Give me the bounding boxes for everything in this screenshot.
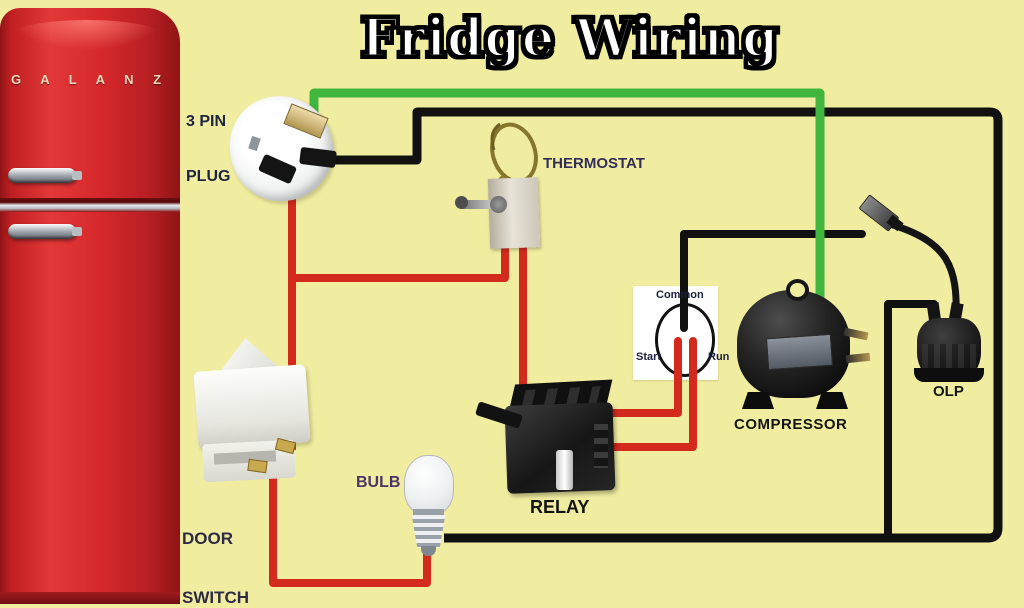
olp-ridges <box>922 344 976 370</box>
earth-wire <box>309 88 825 303</box>
thermostat-shaft <box>462 200 496 209</box>
live-wire-main <box>326 107 1003 543</box>
thermostat-nut <box>490 196 507 213</box>
compressor-eyelet <box>786 279 809 301</box>
bulb-tip <box>421 546 436 556</box>
compressor-foot-right <box>816 392 848 409</box>
terminal-run-label: Run <box>708 351 730 363</box>
relay-front-slot <box>556 450 573 490</box>
bulb-label: BULB <box>356 474 401 491</box>
door-switch-label-line1: DOOR <box>182 529 233 549</box>
fridge-freezer-handle <box>8 168 82 183</box>
relay-to-run-wire <box>598 337 697 451</box>
thermostat-label: THERMOSTAT <box>543 155 645 172</box>
neutral-wire-thermostat-branch <box>292 244 509 282</box>
live-wire-common <box>680 230 866 332</box>
compressor-label-plate <box>765 333 834 371</box>
compressor-foot-left <box>742 392 774 409</box>
plug-label: 3 PIN PLUG <box>186 76 230 223</box>
relay-side-pins <box>594 424 608 468</box>
fridge-door-divider <box>0 198 180 212</box>
bulb-screw-base <box>411 515 446 548</box>
switch-to-bulb-wire <box>256 462 431 587</box>
olp-base <box>914 368 984 382</box>
door-switch-terminal-bottom <box>247 458 268 474</box>
plug-label-line1: 3 PIN <box>186 112 227 130</box>
terminal-start-label: Start <box>636 351 662 363</box>
fridge-gloss-highlight <box>12 20 162 50</box>
bulb-collar <box>413 509 444 516</box>
bulb-glass <box>404 455 454 515</box>
fridge-brand-text: G A L A N Z <box>10 72 170 87</box>
compressor-label: COMPRESSOR <box>734 416 848 433</box>
page-title: Fridge Wiring <box>359 7 780 71</box>
fridge-illustration <box>0 8 180 604</box>
thermostat-shaft-knob <box>455 196 468 209</box>
plug-label-line2: PLUG <box>186 167 231 185</box>
door-switch-body <box>193 364 311 450</box>
door-switch-label: DOOR SWITCH <box>182 490 249 608</box>
door-switch-label-line2: SWITCH <box>182 587 250 607</box>
thermostat-body <box>487 177 541 249</box>
relay-label: RELAY <box>530 497 590 517</box>
relay-to-start-wire <box>598 337 682 417</box>
fridge-door-handle <box>8 224 82 239</box>
terminal-common-label: Common <box>656 289 704 301</box>
fridge-bottom-edge <box>0 592 180 604</box>
terminal-ellipse <box>655 303 715 377</box>
olp-label: OLP <box>933 383 964 400</box>
